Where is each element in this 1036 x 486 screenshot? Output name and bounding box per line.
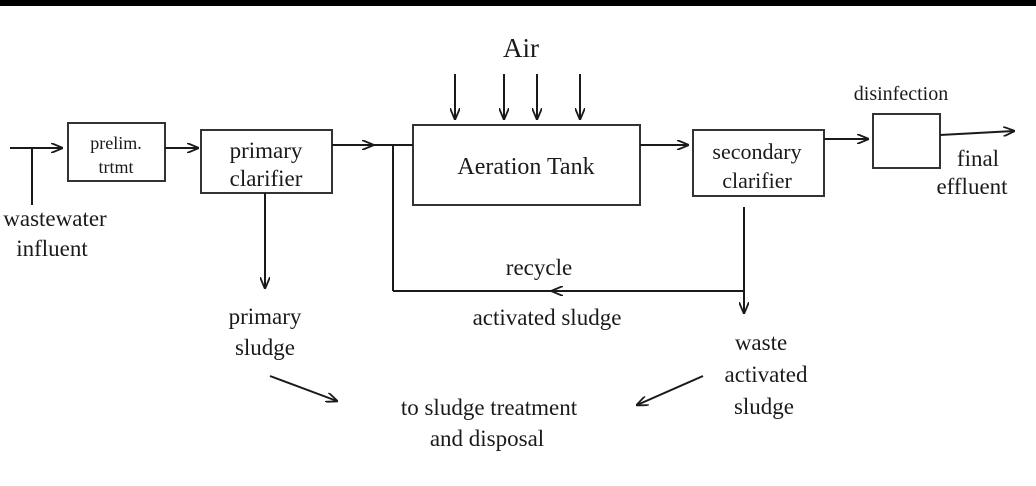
waste-to-treatment-arrow: [637, 375, 704, 405]
secondary-clarifier-label-line2: clarifier: [722, 168, 792, 193]
secondary-clarifier-label-line1: secondary: [712, 139, 801, 164]
prelim-label-line2: trtmt: [99, 157, 134, 177]
recycle-label-line2: activated sludge: [473, 305, 622, 330]
sludge-treatment-label-line1: to sludge treatment: [401, 395, 578, 420]
aeration-tank-label: Aeration Tank: [457, 154, 594, 180]
final-effluent-arrow: [939, 131, 1014, 135]
waste-sludge-label-line2: activated: [724, 362, 808, 387]
primary-to-treatment-arrow: [269, 375, 337, 401]
recycle-label-line1: recycle: [506, 255, 572, 280]
primary-sludge-label-line2: sludge: [235, 335, 295, 360]
wastewater-influent-label-line2: influent: [16, 236, 88, 261]
prelim-label-line1: prelim.: [90, 133, 142, 153]
primary-clarifier-label-line1: primary: [230, 138, 303, 163]
primary-clarifier-box: [200, 129, 333, 194]
wastewater-influent-label-line1: wastewater: [3, 206, 107, 231]
final-effluent-label-line2: effluent: [936, 174, 1008, 199]
sludge-treatment-label-line2: and disposal: [430, 426, 544, 451]
secondary-clarifier-box: [692, 129, 825, 197]
aeration-tank-box: [412, 124, 641, 206]
air-label: Air: [503, 33, 539, 63]
prelim-treatment-box: [67, 122, 166, 182]
top-border: [0, 0, 1036, 6]
disinfection-label: disinfection: [854, 83, 948, 105]
primary-clarifier-label-line2: clarifier: [230, 166, 303, 191]
final-effluent-label-line1: final: [957, 146, 999, 171]
waste-sludge-label-line1: waste: [735, 330, 787, 355]
waste-sludge-label-line3: sludge: [734, 394, 794, 419]
disinfection-box: [872, 113, 941, 169]
primary-sludge-label-line1: primary: [229, 304, 302, 329]
